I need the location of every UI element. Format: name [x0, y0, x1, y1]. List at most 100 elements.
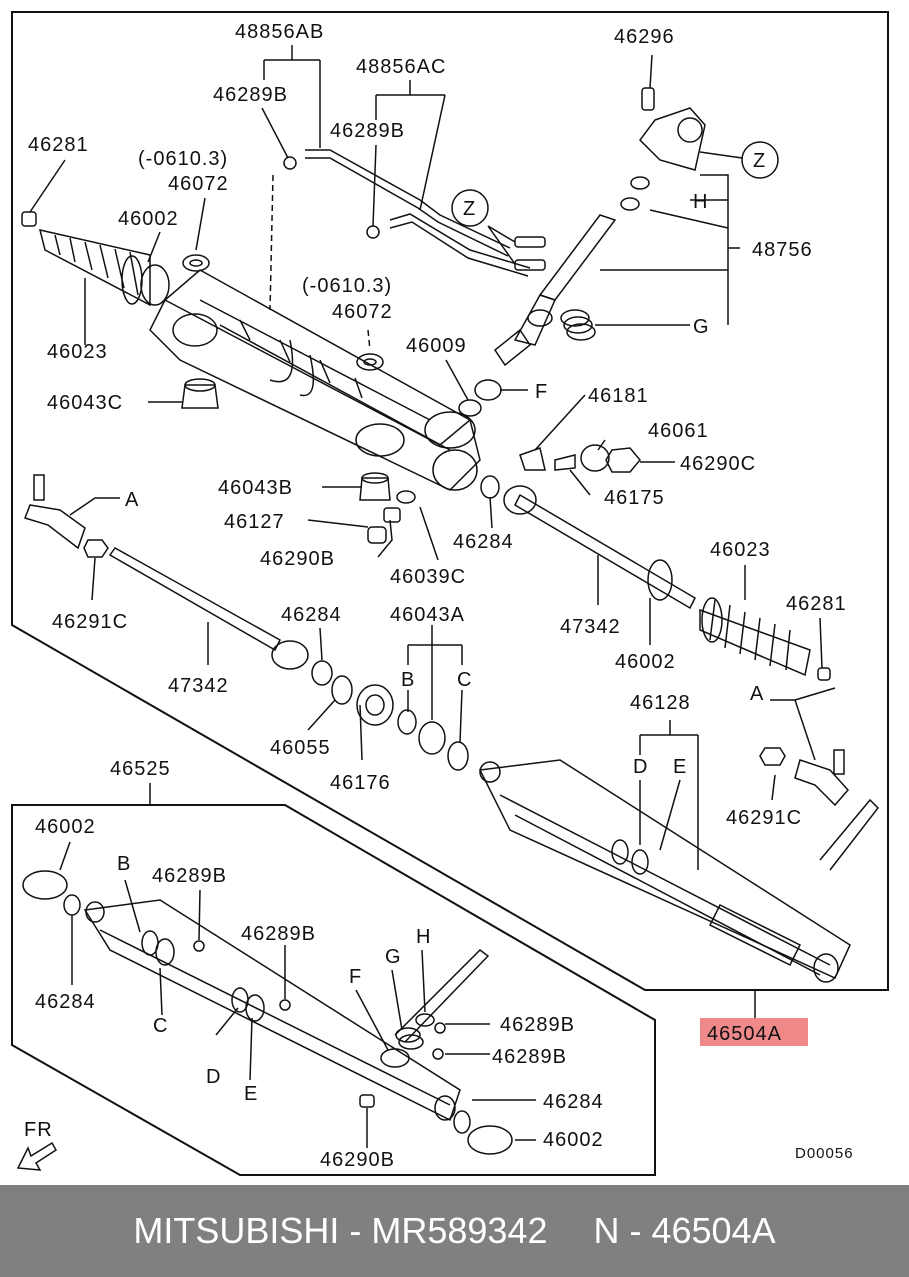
- sub-o-ring-d: [432, 1048, 444, 1060]
- o-ring-46289B-b: [366, 225, 380, 239]
- front-arrow-icon: [16, 1141, 58, 1171]
- tie-rod-end-left: [24, 474, 86, 550]
- washer-46039C: [396, 490, 416, 504]
- label-46002-d: 46002: [543, 1129, 604, 1151]
- nut-46291C-b: [759, 747, 786, 766]
- label-z-a: Z: [463, 198, 476, 220]
- label-c-a: C: [457, 669, 472, 691]
- label-46289B-f: 46289B: [492, 1046, 567, 1068]
- boot-right: [699, 597, 811, 677]
- label-f-b: F: [349, 966, 362, 988]
- label-46072-a: 46072: [168, 173, 229, 195]
- label-48756: 48756: [752, 239, 813, 261]
- rack-housing: [149, 269, 481, 491]
- seal-46009: [458, 399, 482, 417]
- label-0610-a: (-0610.3): [138, 148, 228, 170]
- label-z-b: Z: [753, 150, 766, 172]
- footer-part-number: N - 46504A: [593, 1210, 776, 1251]
- label-a-b: A: [750, 683, 764, 705]
- label-b-b: B: [117, 853, 131, 875]
- clamp-right: [647, 559, 673, 601]
- clamp-46002-d: [467, 1125, 513, 1155]
- seal-h-b: [620, 197, 640, 211]
- label-46055: 46055: [270, 737, 331, 759]
- nut-46290B: [383, 507, 401, 523]
- clamp-46002-c: [22, 870, 68, 900]
- sub-o-ring-c: [434, 1022, 446, 1034]
- inner-tie-rod-left: [108, 547, 309, 670]
- sub-o-ring-b: [279, 999, 291, 1011]
- clamp-small-right: [817, 667, 831, 681]
- washer-46284-b: [480, 475, 500, 499]
- label-46002-a: 46002: [118, 208, 179, 230]
- label-46289B-d: 46289B: [241, 923, 316, 945]
- label-46043B: 46043B: [218, 477, 293, 499]
- label-46281-b: 46281: [786, 593, 847, 615]
- callout-z-a: [451, 189, 489, 227]
- label-46072-b: 46072: [332, 301, 393, 323]
- snap-ring-46055: [331, 675, 353, 705]
- washer-46284-d: [453, 1110, 471, 1134]
- label-48856AC: 48856AC: [356, 56, 446, 78]
- label-46061: 46061: [648, 420, 709, 442]
- label-46181: 46181: [588, 385, 649, 407]
- label-46284-a: 46284: [453, 531, 514, 553]
- label-46175: 46175: [604, 487, 665, 509]
- o-ring-46289B-a: [283, 156, 297, 170]
- sub-seal-e: [245, 994, 265, 1022]
- label-46289B-b: 46289B: [330, 120, 405, 142]
- plug-46061: [580, 444, 610, 472]
- label-46289B-a: 46289B: [213, 84, 288, 106]
- label-46296: 46296: [614, 26, 675, 48]
- seal-h-a: [630, 176, 650, 190]
- highlight-46504A: [700, 1018, 808, 1046]
- label-d-b: D: [206, 1066, 221, 1088]
- label-a-a: A: [125, 489, 139, 511]
- washer-46284-c: [63, 894, 81, 916]
- pinion-valve: [493, 214, 617, 367]
- boot-left: [38, 228, 151, 307]
- label-46128: 46128: [630, 692, 691, 714]
- label-h-b: H: [416, 926, 431, 948]
- footer-bar: MITSUBISHI - MR589342 N - 46504A: [0, 1185, 909, 1277]
- label-46284-b: 46284: [281, 604, 342, 626]
- yoke-46181: [519, 447, 546, 471]
- mount-46043C: [181, 384, 219, 409]
- label-46291C-b: 46291C: [726, 807, 802, 829]
- label-46039C: 46039C: [390, 566, 466, 588]
- clamp-left: [140, 264, 170, 306]
- label-g-a: G: [693, 316, 710, 338]
- inner-tie-rod-right: [503, 485, 696, 610]
- washer-46072-b: [356, 353, 384, 371]
- label-46290C: 46290C: [680, 453, 756, 475]
- label-46525: 46525: [110, 758, 171, 780]
- mount-46043B: [359, 477, 391, 501]
- housing-assembly: [478, 759, 879, 983]
- bushing-46176: [356, 684, 394, 726]
- sub-nut-46290B: [359, 1094, 375, 1108]
- label-46284-d: 46284: [543, 1091, 604, 1113]
- label-h-a: H: [693, 191, 708, 213]
- sub-spring-g: [395, 1027, 424, 1050]
- washer-46284-a: [311, 660, 333, 686]
- washer-46072-a: [182, 254, 210, 272]
- label-46002-c: 46002: [35, 816, 96, 838]
- pipe-48856AC: [389, 213, 531, 269]
- label-46289B-c: 46289B: [152, 865, 227, 887]
- nut-46290C: [605, 447, 641, 473]
- label-46009: 46009: [406, 335, 467, 357]
- spring-g: [560, 309, 596, 341]
- seal-c: [447, 741, 469, 771]
- label-48856AB: 48856AB: [235, 21, 324, 43]
- label-46002-b: 46002: [615, 651, 676, 673]
- sub-assembly-border: [11, 804, 656, 1176]
- sub-o-ring-a: [193, 940, 205, 952]
- label-c-b: C: [153, 1015, 168, 1037]
- label-46281-a: 46281: [28, 134, 89, 156]
- label-46043C: 46043C: [47, 392, 123, 414]
- label-f-a: F: [535, 381, 548, 403]
- spring-46175: [554, 454, 576, 471]
- parts-diagram: 48856AB 48856AC 46296 46289B 46289B 4628…: [11, 11, 889, 1176]
- sub-seal-f: [380, 1048, 410, 1068]
- label-46290B-a: 46290B: [260, 548, 335, 570]
